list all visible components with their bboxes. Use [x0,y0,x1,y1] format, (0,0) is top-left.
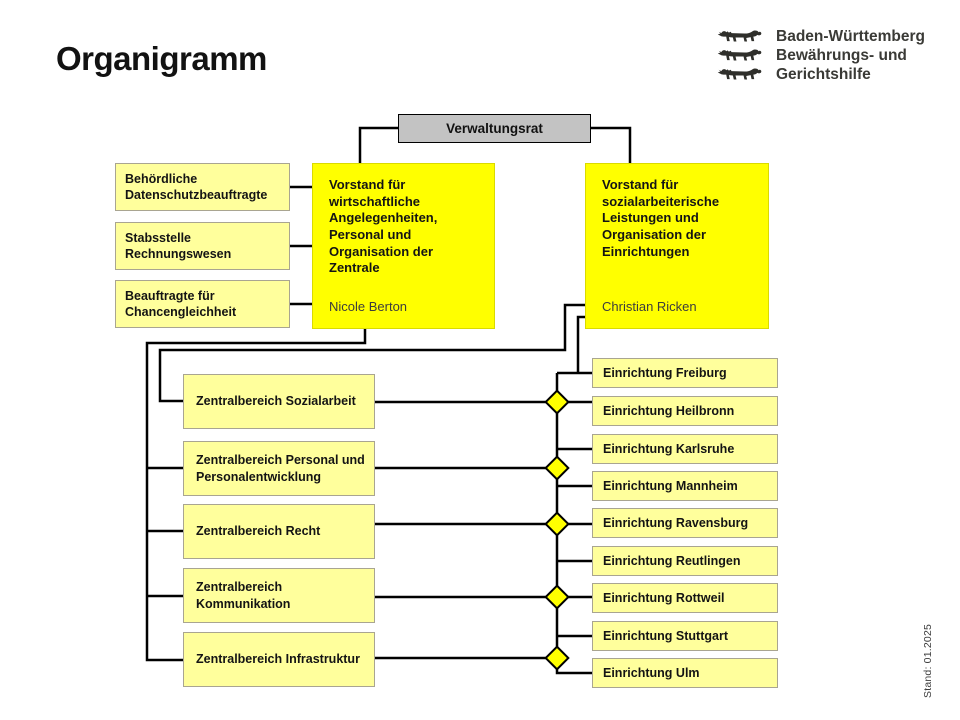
node-label: Einrichtung Reutlingen [603,553,741,568]
logo: Baden-Württemberg Bewährungs- und Gerich… [716,28,925,85]
node-label: Stabsstelle Rechnungswesen [125,230,232,261]
node-einrichtung-reutlingen: Einrichtung Reutlingen [592,546,778,576]
node-title: Vorstand für wirtschaftliche Angelegenhe… [329,177,438,276]
node-label: Einrichtung Ravensburg [603,515,749,530]
node-einrichtung-karlsruhe: Einrichtung Karlsruhe [592,434,778,464]
node-label: Einrichtung Freiburg [603,365,727,380]
node-einrichtung-ulm: Einrichtung Ulm [592,658,778,688]
node-label: Verwaltungsrat [446,121,543,136]
logo-line-3: Gerichtshilfe [776,65,871,83]
node-zentralbereich-infrastruktur: Zentralbereich Infrastruktur [183,632,375,687]
logo-text: Baden-Württemberg Bewährungs- und Gerich… [776,28,925,85]
node-label: Zentralbereich Recht [196,524,321,539]
node-einrichtung-stuttgart: Einrichtung Stuttgart [592,621,778,651]
matrix-node-diamond [544,511,570,537]
node-einrichtung-ravensburg: Einrichtung Ravensburg [592,508,778,538]
node-label: Einrichtung Heilbronn [603,403,735,418]
matrix-node-diamond [544,584,570,610]
node-zentralbereich-personal: Zentralbereich Personal und Personalentw… [183,441,375,496]
node-zentralbereich-kommunikation: Zentralbereich Kommunikation [183,568,375,623]
person-name: Nicole Berton [329,299,408,314]
node-zentralbereich-sozialarbeit: Zentralbereich Sozialarbeit [183,374,375,429]
node-label: Einrichtung Rottweil [603,590,725,605]
person-name: Christian Ricken [602,299,697,314]
node-label: Einrichtung Karlsruhe [603,441,735,456]
stand-note: Stand: 01.2025 [922,623,934,698]
node-beauftragte-chancengleichheit: Beauftragte für Chancengleichheit [115,280,290,328]
node-einrichtung-freiburg: Einrichtung Freiburg [592,358,778,388]
node-vorstand-sozial: Vorstand für sozialarbeiterische Leistun… [585,163,769,329]
matrix-node-diamond [544,389,570,415]
logo-line-2: Bewährungs- und [776,46,907,64]
node-label: Zentralbereich Sozialarbeit [196,394,356,409]
node-title: Vorstand für sozialarbeiterische Leistun… [602,177,720,259]
node-label: Zentralbereich Kommunikation [196,580,291,611]
node-zentralbereich-recht: Zentralbereich Recht [183,504,375,559]
node-label: Einrichtung Stuttgart [603,628,728,643]
matrix-node-diamond [544,455,570,481]
page-title: Organigramm [56,40,267,77]
node-datenschutzbeauftragte: Behördliche Datenschutzbeauftragte [115,163,290,211]
node-einrichtung-mannheim: Einrichtung Mannheim [592,471,778,501]
logo-line-1: Baden-Württemberg [776,28,925,45]
node-label: Zentralbereich Infrastruktur [196,652,360,667]
node-verwaltungsrat: Verwaltungsrat [398,114,591,143]
node-einrichtung-heilbronn: Einrichtung Heilbronn [592,396,778,426]
node-label: Einrichtung Mannheim [603,478,738,493]
node-vorstand-wirtschaft: Vorstand für wirtschaftliche Angelegenhe… [312,163,495,329]
node-label: Zentralbereich Personal und Personalentw… [196,453,365,484]
node-label: Behördliche Datenschutzbeauftragte [125,171,268,202]
node-stabsstelle-rechnungswesen: Stabsstelle Rechnungswesen [115,222,290,270]
node-label: Einrichtung Ulm [603,665,700,680]
matrix-node-diamond [544,645,570,671]
node-einrichtung-rottweil: Einrichtung Rottweil [592,583,778,613]
node-label: Beauftragte für Chancengleichheit [125,288,237,319]
